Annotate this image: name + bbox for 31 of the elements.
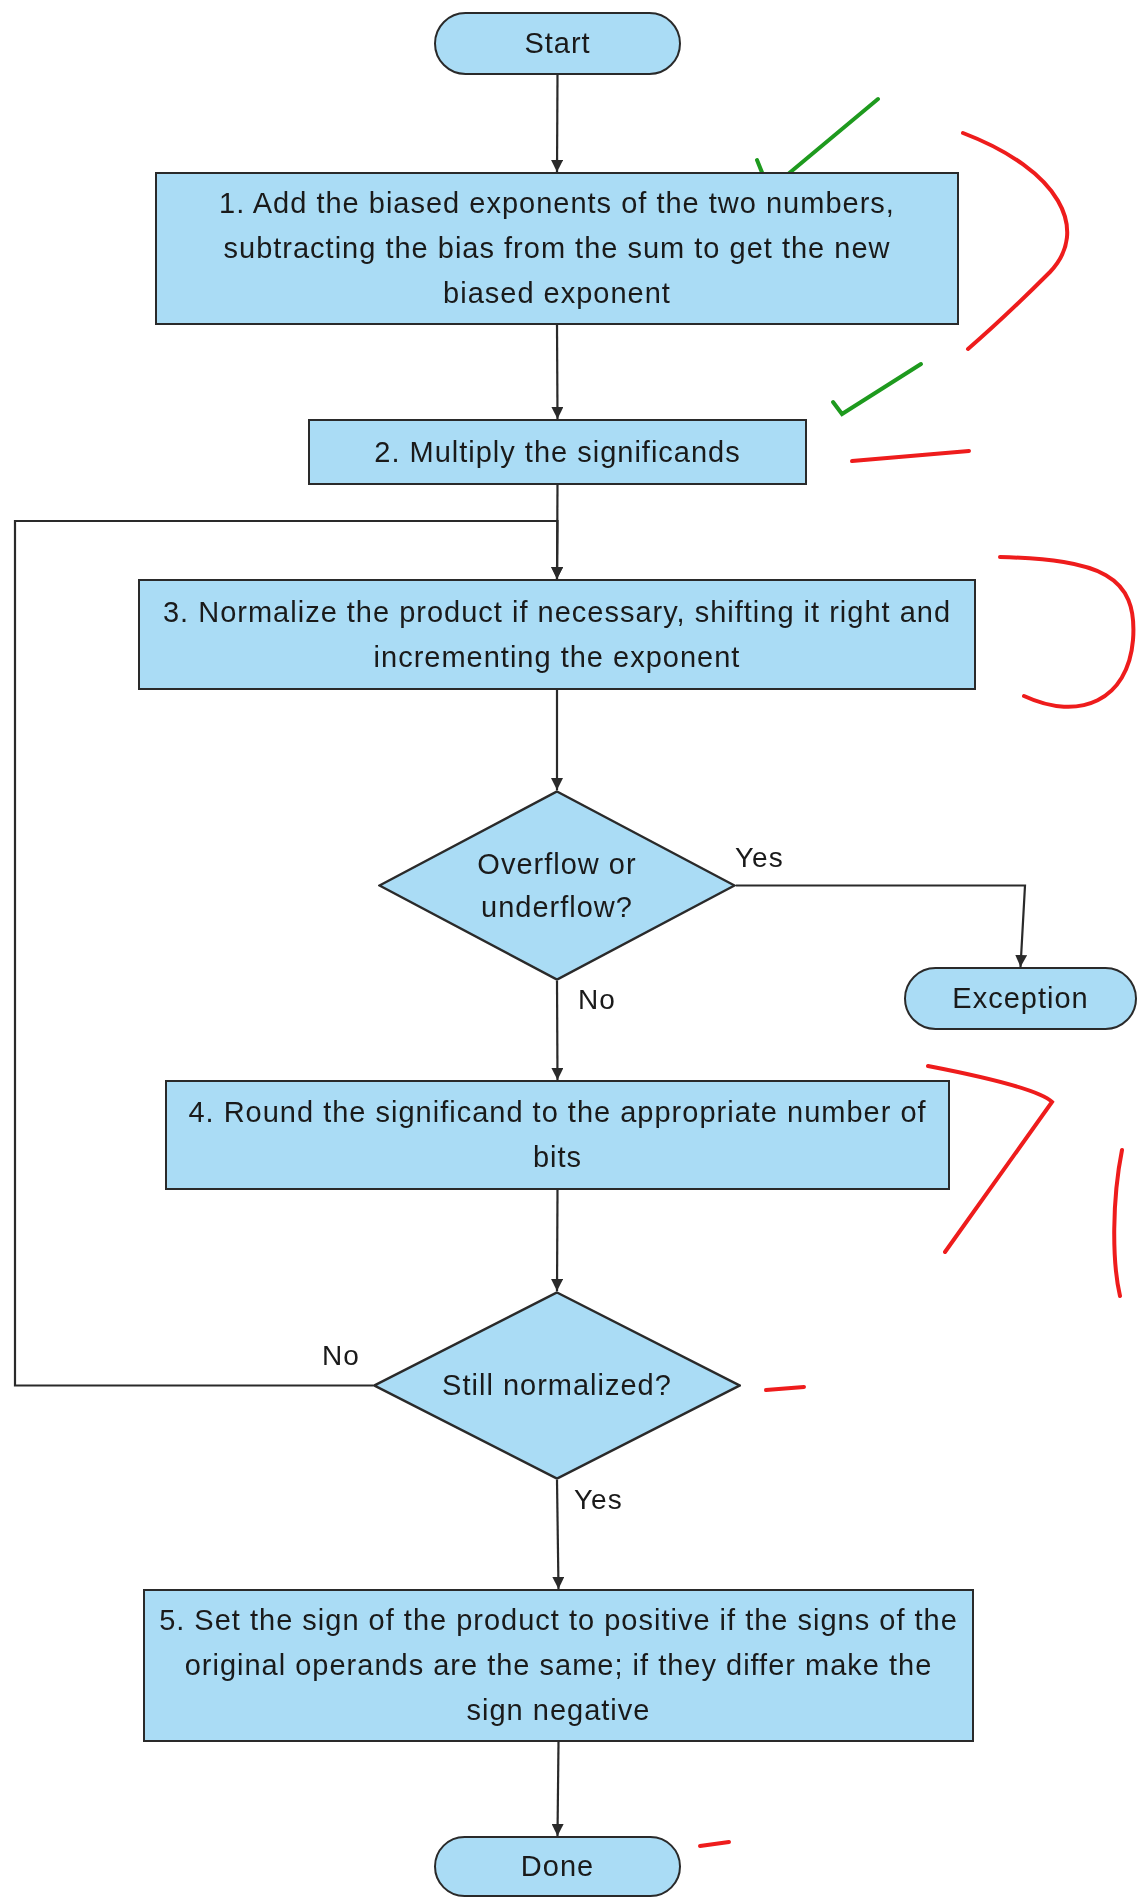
- arrow: [551, 981, 564, 1080]
- edge-label: Yes: [574, 1484, 623, 1516]
- step-text: Overflow or underflow?: [476, 846, 638, 925]
- arrow: [551, 325, 564, 419]
- process-box: [308, 419, 807, 485]
- arrow: [551, 1742, 564, 1836]
- edge-label: No: [322, 1340, 360, 1372]
- edge-label: No: [578, 984, 616, 1016]
- arrow: [552, 1480, 565, 1589]
- process-box: [143, 1589, 974, 1742]
- step-text: 4. Round the significand to the appropriate number of bits: [187, 1095, 928, 1175]
- arrow: [551, 1190, 564, 1291]
- step-text: Exception: [951, 981, 1090, 1016]
- process-box: [138, 579, 976, 690]
- step-text: 5. Set the sign of the product to positive if the signs of the original operands are the same; if they differ make the sign negative: [158, 1603, 959, 1728]
- step-text: 1. Add the biased exponents of the two numbers, subtracting the bias from the sum to get the new biased exponent: [218, 186, 896, 311]
- step-text: Still normalized?: [441, 1368, 673, 1403]
- decision-diamond: [378, 790, 736, 981]
- step-text: 2. Multiply the significands: [373, 434, 742, 470]
- edge-label: Yes: [735, 842, 784, 874]
- process-box: [165, 1080, 950, 1190]
- step-text: Start: [523, 26, 592, 61]
- terminal-box: [434, 1836, 681, 1897]
- process-box: [155, 172, 959, 325]
- decision-diamond: [373, 1291, 741, 1480]
- arrow: [13, 519, 564, 1387]
- arrow: [736, 884, 1028, 968]
- step-text: 3. Normalize the product if necessary, shifting it right and incrementing the exponent: [162, 594, 952, 675]
- step-text: Done: [519, 1849, 596, 1884]
- arrow: [551, 690, 563, 790]
- arrow: [551, 75, 564, 172]
